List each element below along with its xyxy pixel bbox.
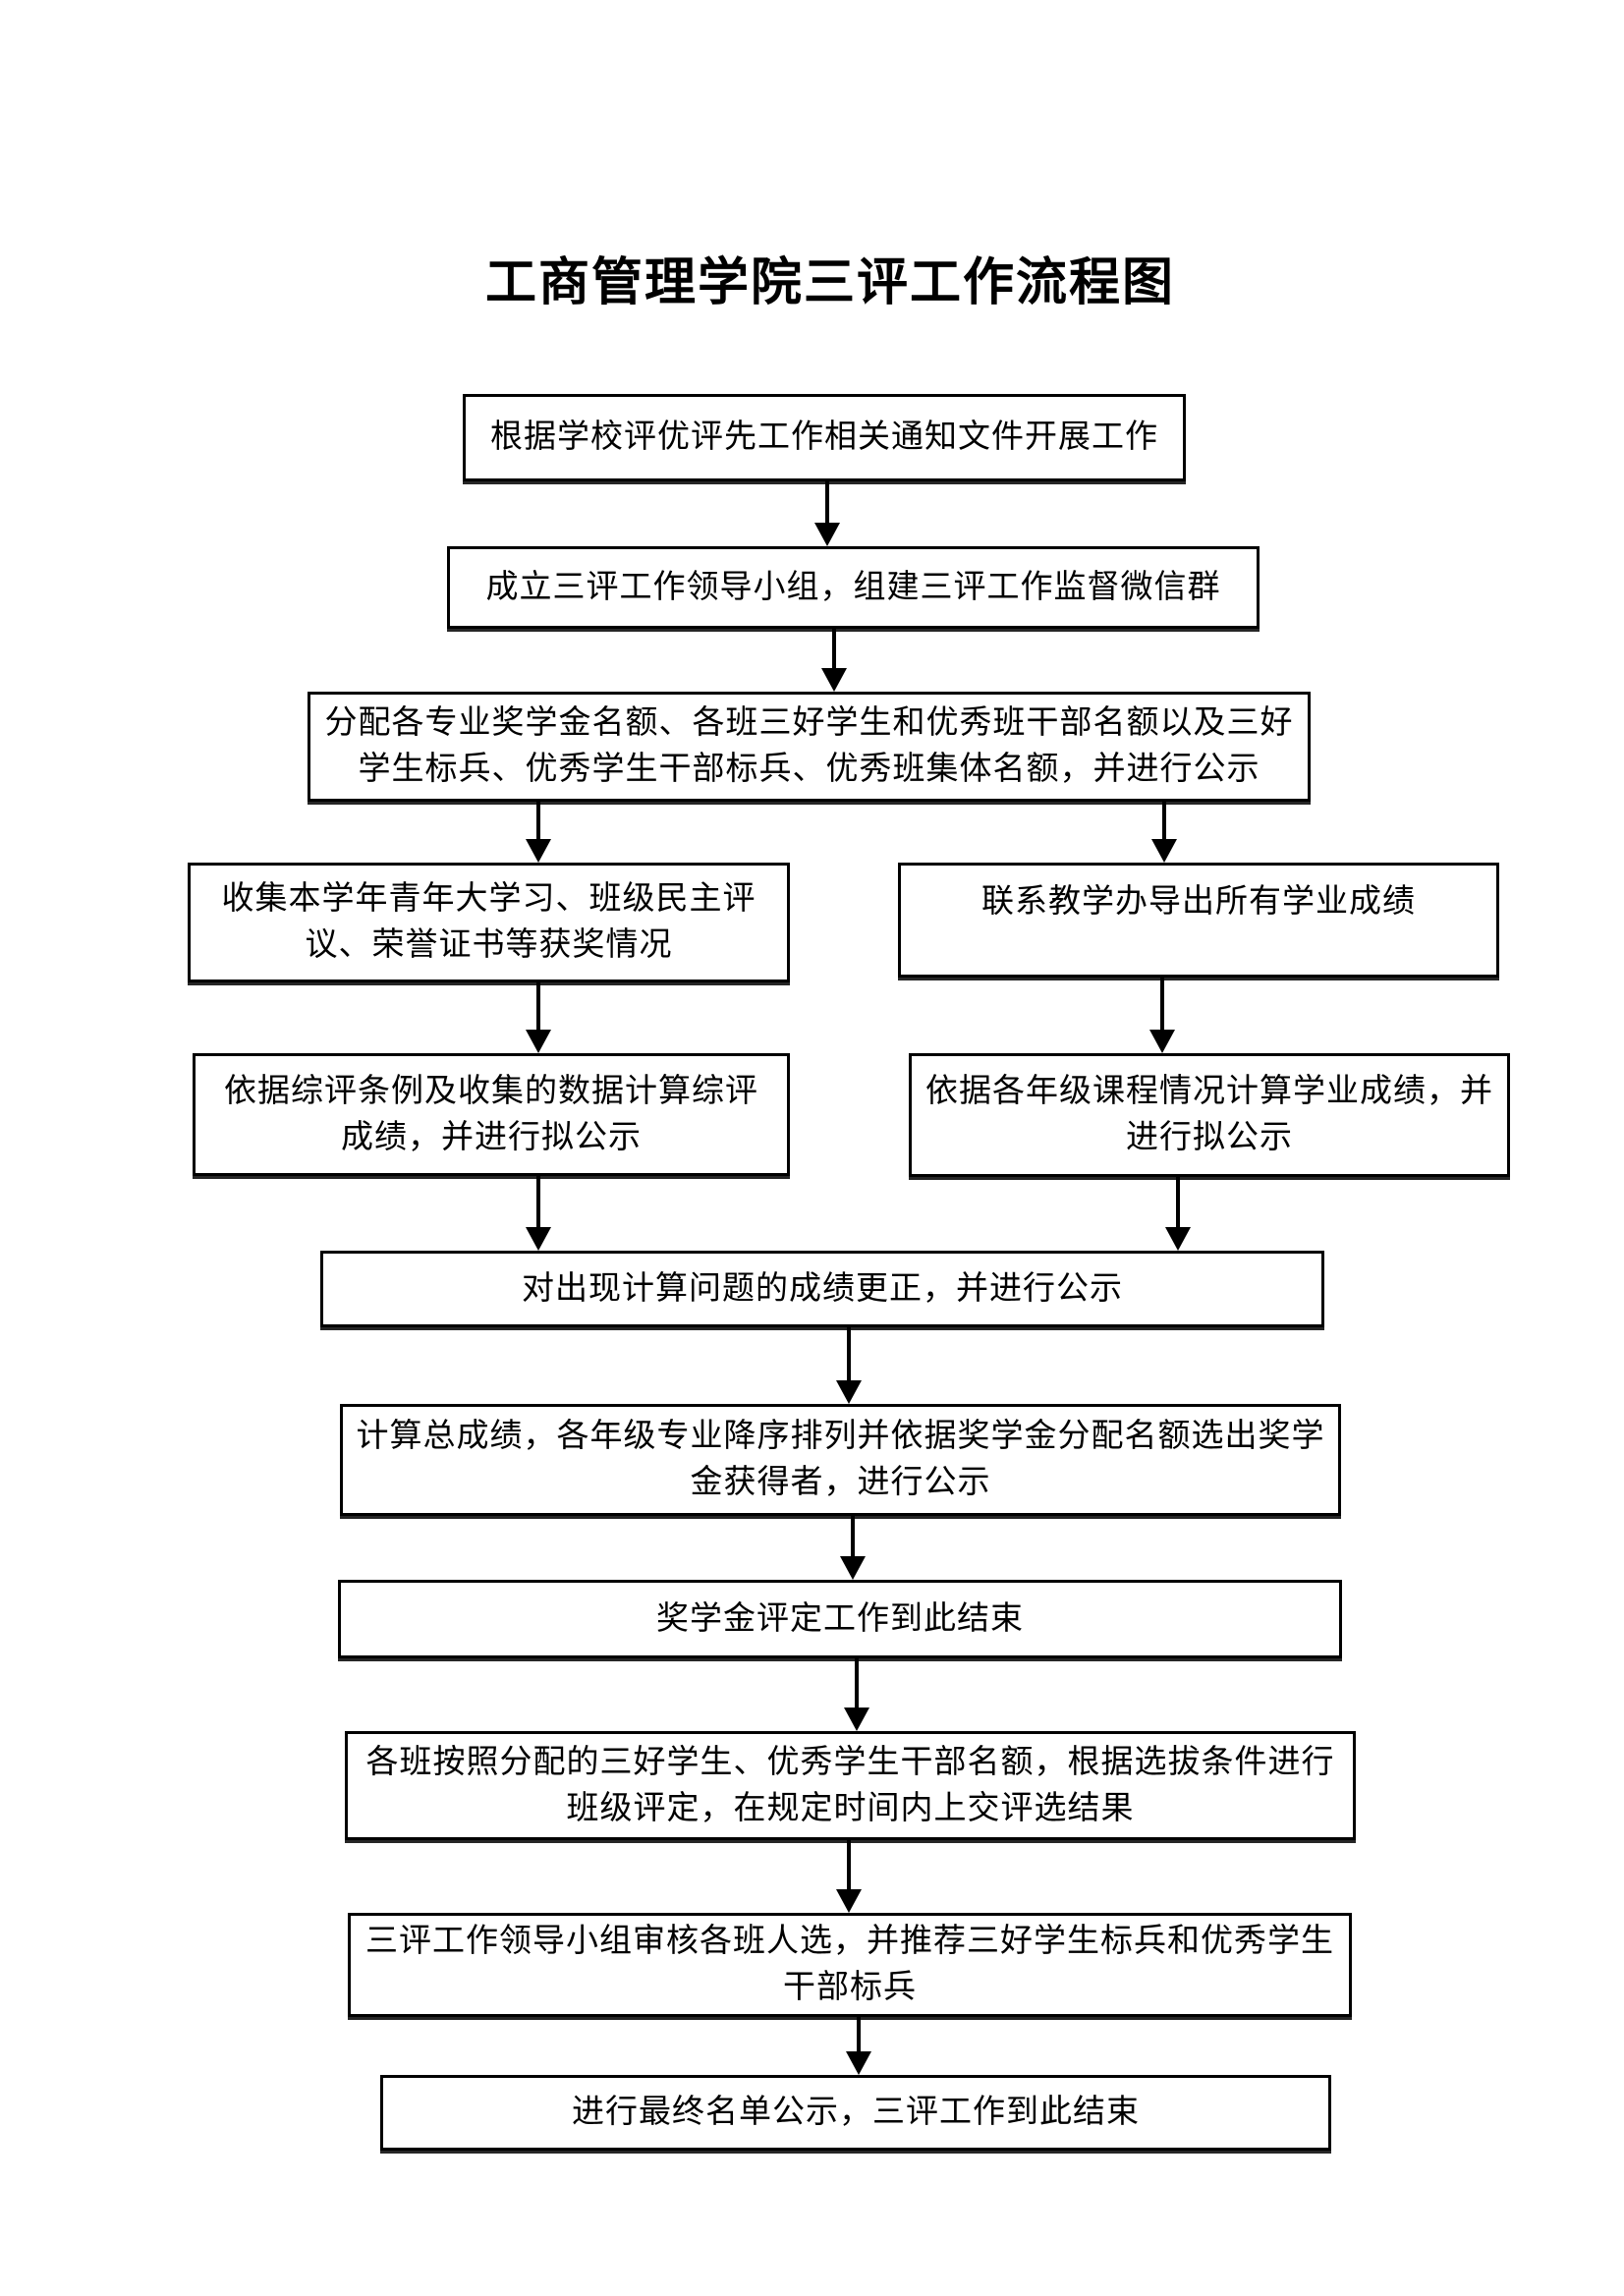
flow-node-collect-awards: 收集本学年青年大学习、班级民主评 议、荣誉证书等获奖情况 <box>188 863 790 982</box>
flow-node-total-score: 计算总成绩，各年级专业降序排列并依据奖学金分配名额选出奖学 金获得者，进行公示 <box>340 1404 1341 1516</box>
flow-node-correct-publish: 对出现计算问题的成绩更正，并进行公示 <box>320 1251 1324 1327</box>
flow-node-setup-group: 成立三评工作领导小组，组建三评工作监督微信群 <box>447 546 1260 629</box>
flow-node-leader-review: 三评工作领导小组审核各班人选，并推荐三好学生标兵和优秀学生 干部标兵 <box>348 1913 1352 2017</box>
flow-arrow-review-to-final <box>846 2017 871 2075</box>
flow-node-class-evaluation: 各班按照分配的三好学生、优秀学生干部名额，根据选拔条件进行 班级评定，在规定时间… <box>345 1731 1356 1840</box>
flow-arrow-setup-to-allocate <box>821 629 847 692</box>
flow-arrow-total-to-scholend <box>840 1516 866 1580</box>
flow-arrow-allocate-to-contact <box>1151 802 1177 863</box>
flow-node-academic-score: 依据各年级课程情况计算学业成绩，并 进行拟公示 <box>909 1053 1510 1177</box>
flow-node-final-publish: 进行最终名单公示，三评工作到此结束 <box>380 2075 1331 2151</box>
flow-arrow-start-to-setup <box>814 481 840 546</box>
flow-node-export-grades: 联系教学办导出所有学业成绩 <box>898 863 1499 978</box>
flow-arrow-comp-to-correct <box>526 1176 551 1251</box>
flow-arrow-academic-to-correct <box>1165 1177 1191 1251</box>
flow-arrow-scholend-to-class <box>844 1658 869 1731</box>
flow-arrow-collect-to-comp <box>526 982 551 1053</box>
flow-node-allocate-quotas: 分配各专业奖学金名额、各班三好学生和优秀班干部名额以及三好 学生标兵、优秀学生干… <box>308 692 1311 802</box>
flow-node-start: 根据学校评优评先工作相关通知文件开展工作 <box>463 394 1186 481</box>
flow-node-scholarship-end: 奖学金评定工作到此结束 <box>338 1580 1342 1658</box>
flow-arrow-allocate-to-collect <box>526 802 551 863</box>
flow-arrow-class-to-review <box>836 1840 862 1913</box>
flow-arrow-contact-to-academic <box>1149 978 1175 1053</box>
flow-node-comprehensive-score: 依据综评条例及收集的数据计算综评 成绩，并进行拟公示 <box>193 1053 790 1176</box>
flow-arrow-correct-to-total <box>836 1327 862 1404</box>
page-title: 工商管理学院三评工作流程图 <box>484 254 1175 311</box>
